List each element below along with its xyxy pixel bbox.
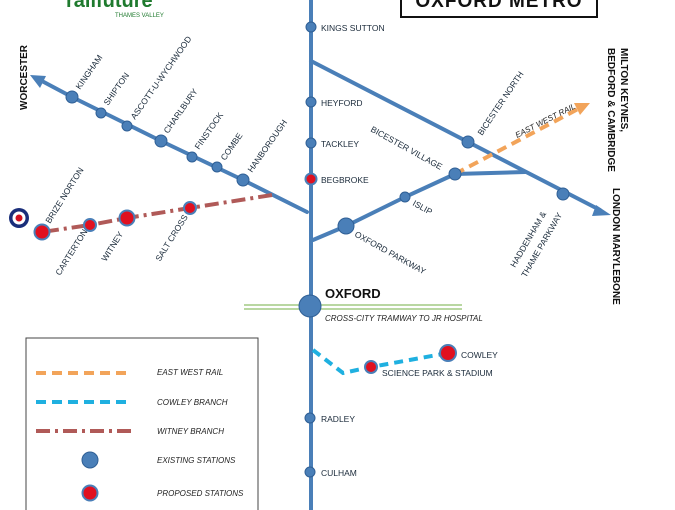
title-frame <box>400 0 598 18</box>
label-cowley: COWLEY <box>461 350 498 360</box>
label-tackley: TACKLEY <box>321 139 359 149</box>
label-islip: ISLIP <box>411 198 434 217</box>
label-culham: CULHAM <box>321 468 357 478</box>
station-begbroke[interactable] <box>304 172 318 186</box>
legend: EAST WEST RAIL COWLEY BRANCH WITNEY BRAN… <box>25 337 259 510</box>
label-east-west-rail-line: EAST WEST RAIL <box>514 102 577 140</box>
dest-milton-keynes-line1: MILTON KEYNES, <box>618 48 629 132</box>
station-heyford[interactable] <box>305 96 317 108</box>
label-shipton: SHIPTON <box>101 71 131 108</box>
arrow-milton-keynes <box>574 103 590 115</box>
station-radley[interactable] <box>304 412 316 424</box>
legend-key-existing-station <box>81 451 99 469</box>
marylebone-line <box>309 59 602 212</box>
station-kings-sutton[interactable] <box>305 21 317 33</box>
legend-label-existing-stations: EXISTING STATIONS <box>157 456 236 465</box>
station-kingham[interactable] <box>65 90 79 104</box>
station-hanborough[interactable] <box>236 173 250 187</box>
legend-label-cowley-branch: COWLEY BRANCH <box>157 398 228 407</box>
label-finstock: FINSTOCK <box>192 110 225 151</box>
station-haddenham[interactable] <box>556 187 570 201</box>
arrow-worcester <box>30 75 46 88</box>
station-finstock[interactable] <box>186 151 198 163</box>
station-oxford[interactable] <box>298 294 322 318</box>
station-bicester-north[interactable] <box>461 135 475 149</box>
map-title: OXFORD METRO <box>415 0 582 12</box>
cowley-branch-line <box>311 348 449 376</box>
label-hanborough: HANBOROUGH <box>245 118 289 174</box>
station-brize-norton[interactable] <box>33 223 51 241</box>
legend-key-proposed-station <box>81 484 99 502</box>
oxford-bicester-line <box>311 172 457 242</box>
dest-worcester: WORCESTER <box>19 44 30 110</box>
station-salt-cross[interactable] <box>183 201 197 215</box>
label-carterton: CARTERTON <box>53 227 89 277</box>
station-islip[interactable] <box>399 191 411 203</box>
label-begbroke: BEGBROKE <box>321 175 369 185</box>
label-kings-sutton: KINGS SUTTON <box>321 23 385 33</box>
label-oxford-parkway: OXFORD PARKWAY <box>353 229 428 277</box>
legend-label-proposed-stations: PROPOSED STATIONS <box>157 489 244 498</box>
label-cross-city-tramway: CROSS-CITY TRAMWAY TO JR HOSPITAL <box>325 314 483 323</box>
bicester-chord <box>453 170 527 176</box>
station-science-park[interactable] <box>364 360 378 374</box>
east-west-rail-line <box>454 103 590 176</box>
proposed-stations <box>33 172 457 374</box>
label-salt-cross: SALT CROSS <box>153 212 190 263</box>
roundel-inner <box>15 214 23 222</box>
legend-frame <box>25 337 259 510</box>
label-oxford: OXFORD <box>325 286 381 301</box>
arrow-london <box>592 205 611 216</box>
dest-london-marylebone: LONDON MARYLEBONE <box>610 188 621 305</box>
label-radley: RADLEY <box>321 414 355 424</box>
map-title-box: OXFORD METRO <box>400 0 598 18</box>
label-science-park: SCIENCE PARK & STADIUM <box>382 368 493 378</box>
raf-roundel-icon <box>9 208 29 228</box>
station-witney[interactable] <box>118 209 136 227</box>
logo-subtitle: THAMES VALLEY <box>115 13 164 19</box>
station-cowley[interactable] <box>439 344 457 362</box>
station-culham[interactable] <box>304 466 316 478</box>
label-charlbury: CHARLBURY <box>161 86 199 135</box>
label-bicester-north: BICESTER NORTH <box>475 69 525 137</box>
station-ascott[interactable] <box>121 120 133 132</box>
logo-background <box>66 0 210 10</box>
railfuture-logo: railfuture THAMES VALLEY <box>66 0 210 19</box>
label-combe: COMBE <box>218 131 244 163</box>
station-shipton[interactable] <box>95 107 107 119</box>
legend-label-east-west-rail: EAST WEST RAIL <box>157 368 223 377</box>
logo-text: railfuture <box>66 0 153 12</box>
label-witney: WITNEY <box>99 229 125 263</box>
label-kingham: KINGHAM <box>73 53 104 91</box>
legend-label-witney-branch: WITNEY BRANCH <box>157 427 224 436</box>
station-charlbury[interactable] <box>154 134 168 148</box>
station-carterton[interactable] <box>83 218 97 232</box>
dest-milton-keynes-line2: BEDFORD & CAMBRIDGE <box>605 48 616 172</box>
label-bicester-village: BICESTER VILLAGE <box>369 124 444 172</box>
station-combe[interactable] <box>211 161 223 173</box>
label-brize-norton: BRIZE NORTON <box>43 166 85 226</box>
witney-branch-line <box>41 193 273 234</box>
east-west-rail-dash <box>454 107 579 176</box>
existing-stations <box>65 21 570 478</box>
station-tackley[interactable] <box>305 137 317 149</box>
cross-city-tramway <box>244 304 462 310</box>
station-oxford-parkway[interactable] <box>337 217 355 235</box>
label-heyford: HEYFORD <box>321 98 363 108</box>
station-bicester-village[interactable] <box>448 167 462 181</box>
